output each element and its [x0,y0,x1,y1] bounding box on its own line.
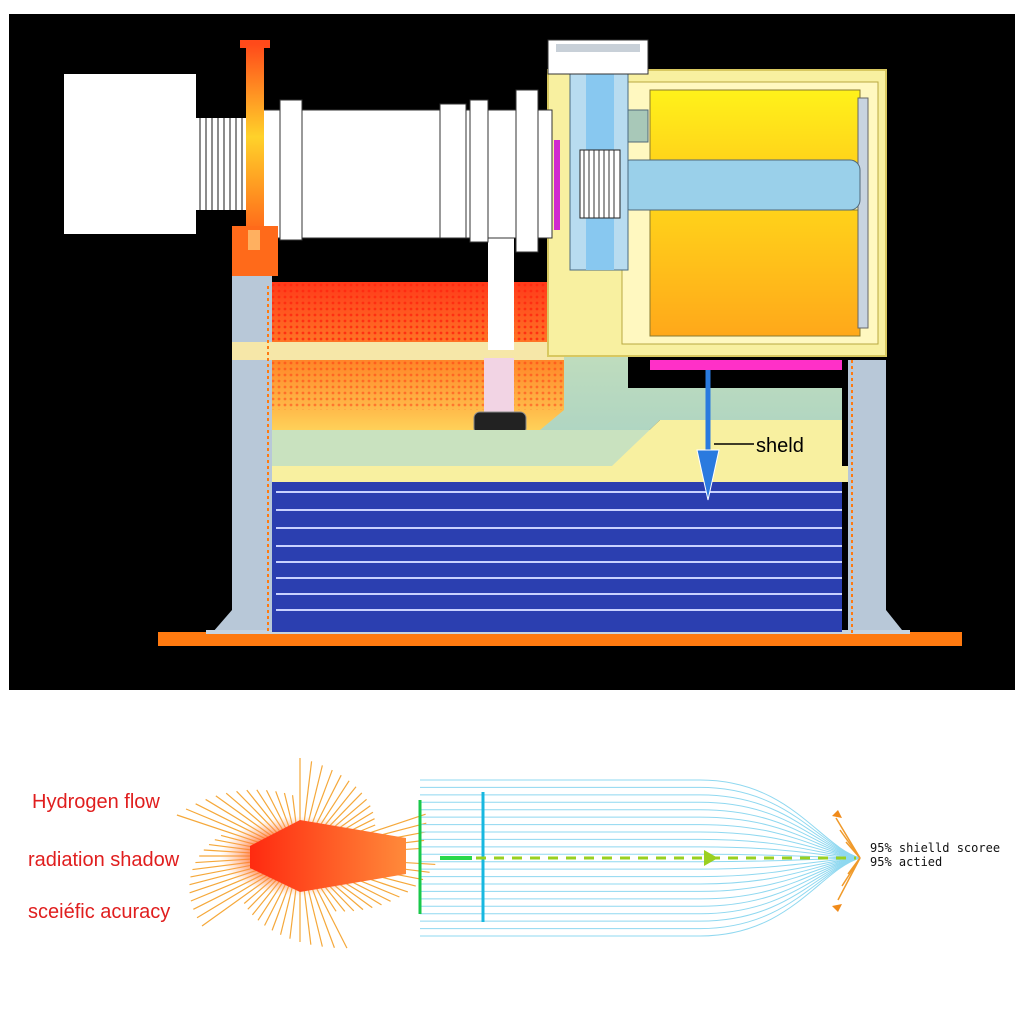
cross-beam [232,342,572,360]
radiation-shadow-label: radiation shadow [28,849,180,871]
shield-arrow-head [696,449,720,501]
drive-shaft [619,159,861,211]
turbine-blades [583,150,615,218]
fuel-tank-lower [649,209,861,337]
right-frame-pillar [848,360,886,640]
flow-line [420,786,861,859]
base-plate [158,632,962,646]
flow-line [420,857,861,885]
heated-zone-dots [272,282,572,352]
flow-line [420,857,861,870]
flow-illustration: Hydrogen flow radiation shadow sceiéfic … [28,758,1000,949]
flow-line [420,857,861,930]
flow-line [420,831,861,859]
flow-line [420,857,861,907]
flow-line [420,801,861,859]
magenta-ring [554,140,560,230]
coupling-top-bar [556,44,640,52]
turbine-rotor [579,149,621,219]
hot-flange [246,44,264,230]
flow-line [420,857,861,878]
flow-line [420,857,861,892]
flow-line [420,779,861,859]
flow-line [420,838,861,859]
hydrogen-flow-label: Hydrogen flow [32,791,160,813]
flow-line [420,846,861,859]
threads [199,118,243,210]
hydrogen-plume [250,820,406,892]
shield-score-readout: 95% shielld scoree [870,841,1000,855]
upper-band [272,466,848,482]
pipe-flange-1 [279,99,303,241]
flow-line [420,857,861,900]
flow-line [420,824,861,859]
main-pipe [261,109,553,239]
focal-spikes [835,817,861,901]
left-frame-pillar [232,270,272,640]
focal-marker-bottom [832,904,842,912]
pipe-flange-3 [469,99,489,243]
activated-readout: 95% actied [870,855,942,869]
reactor-cross-section: sheld [9,14,1015,690]
flow-line [420,857,861,922]
heated-zone-dots-lower [272,360,572,410]
hot-flange-notch [248,230,260,250]
motor-block [64,74,196,234]
shield-stack [272,482,842,632]
shield-label: sheld [756,435,804,457]
moderator-wedge [612,420,842,466]
flow-line [420,794,861,859]
flow-line [420,857,861,915]
flow-line [420,809,861,859]
moderator-chamber [272,272,842,466]
tank-end-cap [857,97,869,329]
probe-lower [484,358,514,414]
scientific-accuracy-label: sceiéfic acuracy [28,901,170,923]
threaded-coupling [196,118,248,210]
flow-line [420,816,861,859]
shield-stack-lines [276,491,842,611]
flow-arrow-head [704,850,718,866]
focal-marker-top [832,810,842,818]
magenta-strip [650,360,842,370]
pipe-flange-4 [515,89,539,253]
flow-line [420,857,861,937]
probe-rod [488,230,514,350]
pipe-flange-2 [439,103,467,239]
